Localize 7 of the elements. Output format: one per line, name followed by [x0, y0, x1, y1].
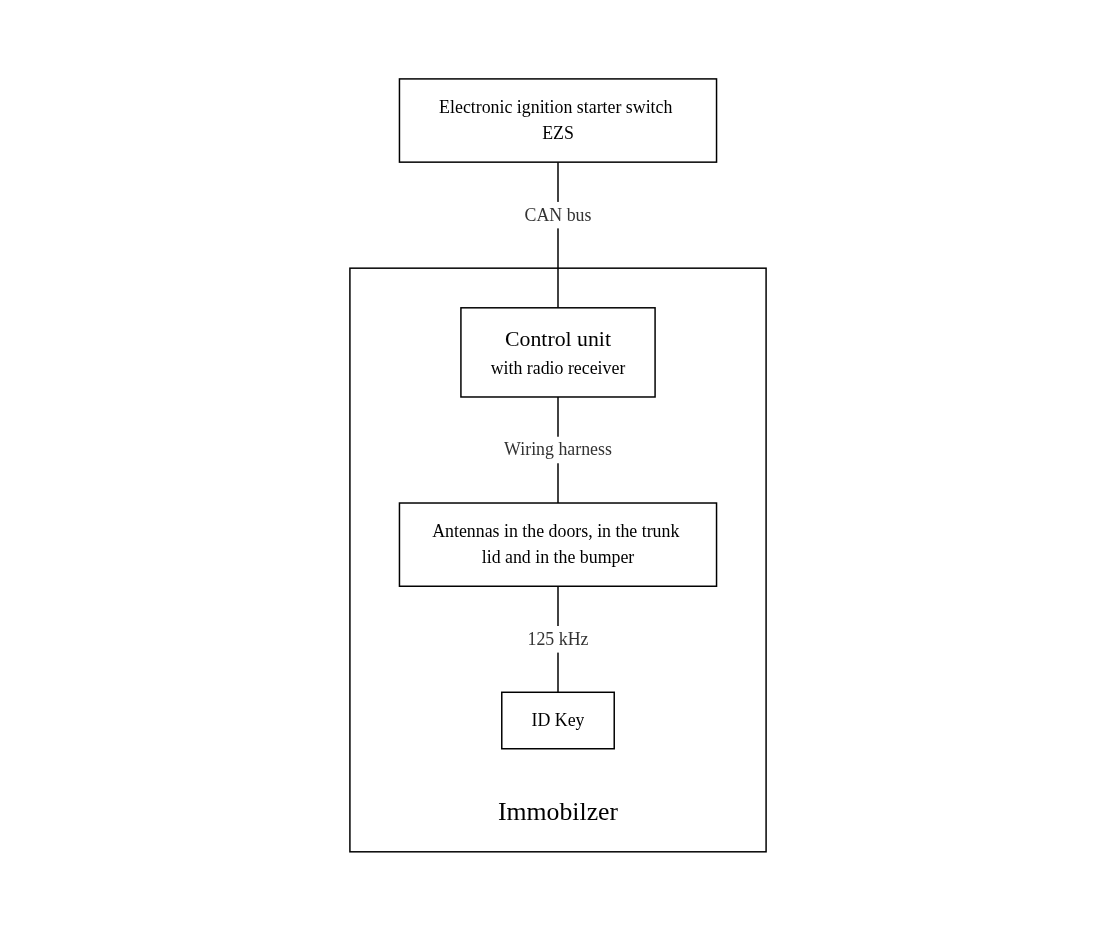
edge-label: Wiring harness — [503, 439, 612, 460]
edge-label: 125 kHz — [527, 628, 588, 649]
edge-label: CAN bus — [524, 204, 591, 225]
node-box: Control unit with radio receiver — [459, 306, 656, 398]
node-box: ID Key — [500, 691, 615, 750]
node-box: Electronic ignition starter switch EZS — [398, 77, 717, 163]
node-box: Antennas in the doors, in the trunk lid and in the bumper — [398, 501, 717, 587]
